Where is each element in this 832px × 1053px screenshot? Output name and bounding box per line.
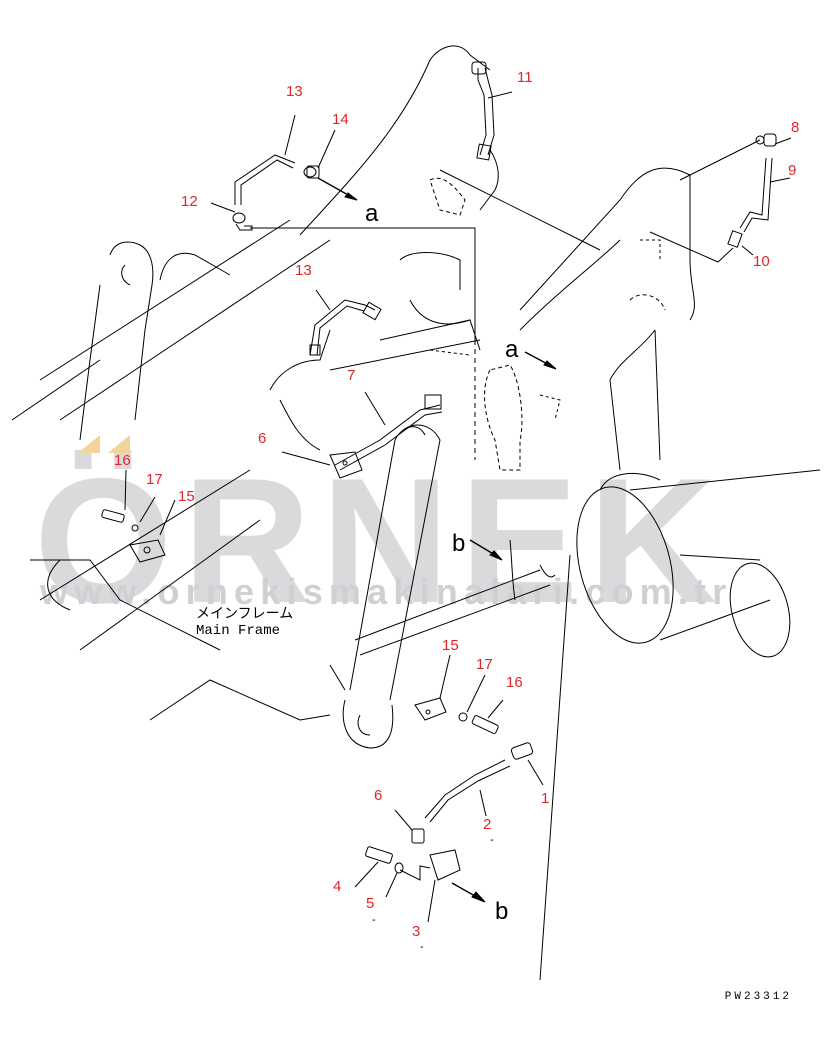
callout-15-left: 15 bbox=[178, 488, 195, 505]
callout-5: 5 bbox=[366, 895, 375, 912]
callout-15-right: 15 bbox=[442, 637, 459, 654]
callout-11: 11 bbox=[517, 69, 533, 86]
drawing-code: PW23312 bbox=[724, 991, 792, 1003]
view-ref-b-bottom: b bbox=[495, 898, 509, 925]
main-frame-label-jp: メインフレーム bbox=[196, 607, 294, 623]
callout-9: 9 bbox=[788, 162, 797, 179]
callout-10: 10 bbox=[753, 253, 770, 270]
callout-7: 7 bbox=[347, 367, 356, 384]
watermark-url: www.ornekismakinalari.com.tr bbox=[40, 571, 733, 612]
callout-6-bottom: 6 bbox=[374, 787, 383, 804]
main-frame-label-en: Main Frame bbox=[196, 623, 281, 639]
callout-4: 4 bbox=[333, 878, 342, 895]
callout-1: 1 bbox=[541, 790, 550, 807]
callout-13: 13 bbox=[286, 83, 303, 100]
watermark-accent-icon bbox=[78, 435, 100, 453]
callout-6-mid: 6 bbox=[258, 430, 267, 447]
callout-12: 12 bbox=[181, 193, 198, 210]
qty-mark-2: - bbox=[490, 834, 494, 846]
callout-14: 14 bbox=[332, 111, 349, 128]
watermark-accent-icon bbox=[108, 435, 130, 453]
view-ref-b-mid: b bbox=[452, 530, 466, 557]
callout-16-right: 16 bbox=[506, 674, 523, 691]
qty-mark-5: - bbox=[372, 914, 376, 926]
callout-2: 2 bbox=[483, 816, 492, 833]
callout-13-mid: 13 bbox=[295, 262, 312, 279]
watermark-brand: ÖRNEK bbox=[34, 441, 727, 640]
callout-17-left: 17 bbox=[146, 471, 163, 488]
callout-8: 8 bbox=[791, 119, 800, 136]
callout-16-left: 16 bbox=[114, 452, 131, 469]
view-ref-a-top: a bbox=[365, 200, 379, 227]
view-ref-a-mid: a bbox=[505, 336, 519, 363]
callout-3: 3 bbox=[412, 923, 421, 940]
qty-mark-3: - bbox=[420, 941, 424, 953]
callout-17-right: 17 bbox=[476, 656, 493, 673]
